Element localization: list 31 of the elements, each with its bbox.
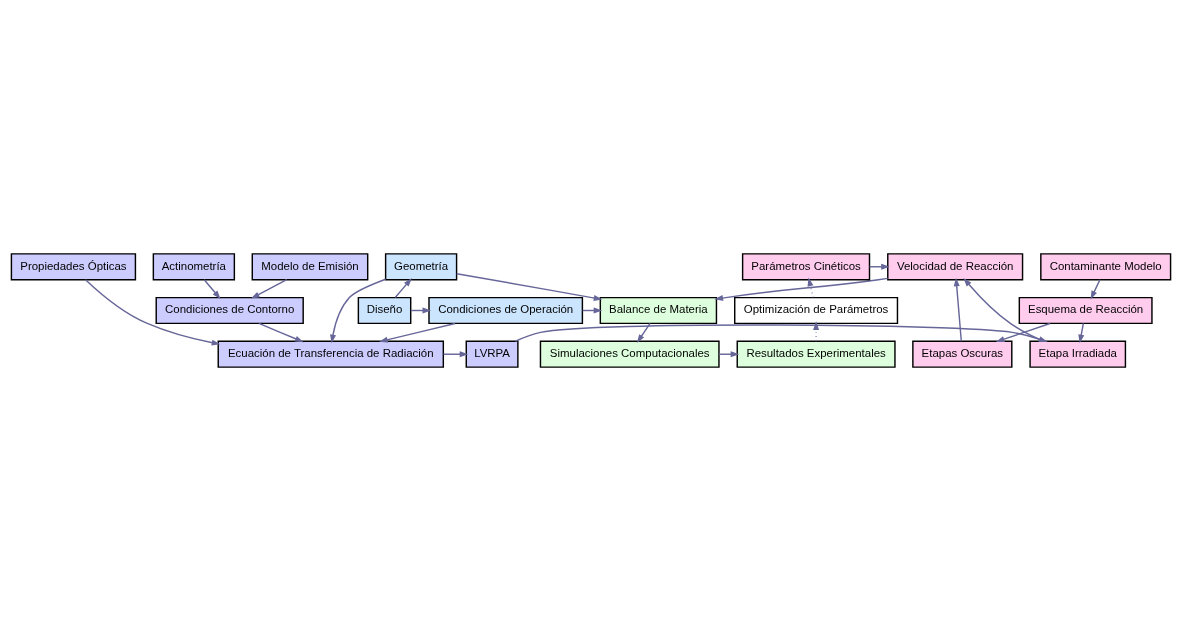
node-box: Resultados Experimentales	[736, 340, 896, 368]
node-box: Balance de Materia	[599, 296, 718, 325]
arrow	[953, 277, 963, 342]
node-box: Ecuación de Transferencia de Radiación	[217, 340, 445, 368]
arrow	[394, 278, 412, 299]
arrow	[456, 273, 603, 301]
arrow	[250, 279, 288, 299]
node-box: Esquema de Reacción	[1018, 296, 1153, 325]
node-box: Simulaciones Computacionales	[539, 340, 720, 368]
arrow	[203, 279, 221, 300]
node-box: Condiciones de Contorno	[155, 296, 304, 325]
node-box: Diseño	[357, 296, 412, 325]
node-box: Propiedades Ópticas	[10, 253, 137, 281]
node-box: Etapas Oscuras	[912, 340, 1013, 368]
arrow	[330, 278, 387, 344]
arrow	[1090, 279, 1101, 300]
arrow	[379, 322, 456, 343]
node-box: Parámetros Cinéticos	[741, 253, 871, 281]
node-box: Geometría	[384, 253, 458, 281]
node-box: Actinometría	[152, 253, 236, 281]
node-box: Velocidad de Reacción	[887, 253, 1024, 281]
arrow	[1078, 322, 1085, 344]
node-box: Modelo de Emisión	[251, 253, 369, 281]
node-box: Etapa Irradiada	[1029, 340, 1127, 368]
arrow	[636, 322, 651, 343]
arrow	[813, 321, 820, 342]
node-box: Contaminante Modelo	[1040, 253, 1172, 281]
node-box: LVRPA	[465, 340, 519, 368]
node-box: Optimización de Parámetros	[734, 296, 899, 325]
arrow	[84, 279, 221, 346]
node-box: Condiciones de Operación	[428, 296, 584, 325]
